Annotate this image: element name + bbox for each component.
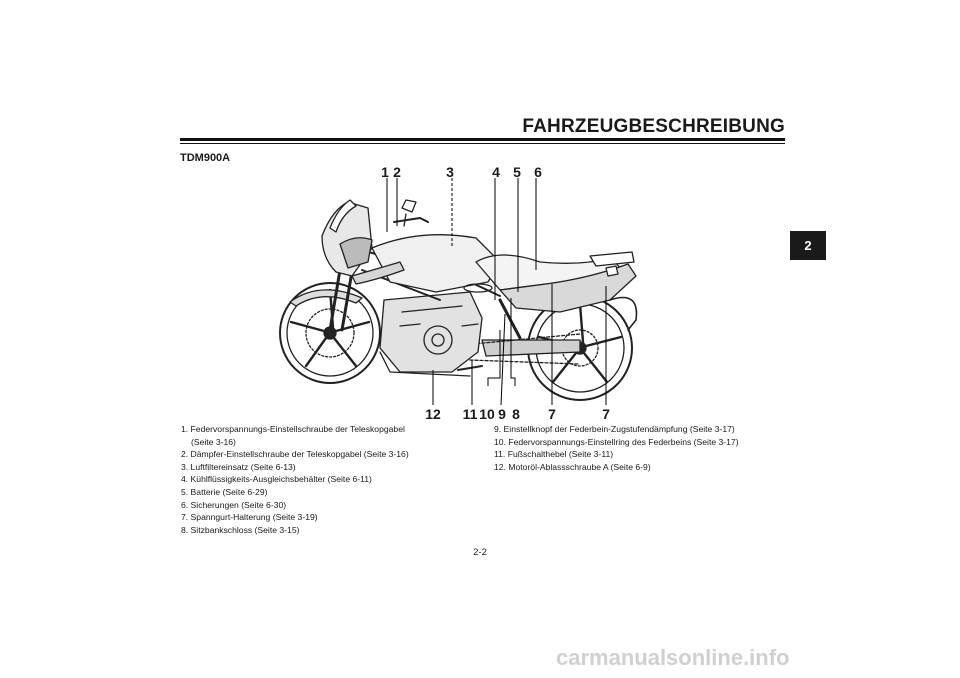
- mirror: [401, 199, 417, 213]
- leader-8: [510, 298, 516, 386]
- fuel-tank: [371, 234, 501, 293]
- legend-item-1: 1. Federvorspannungs-Einstellschraube de…: [181, 424, 405, 434]
- leader-10: [487, 330, 501, 386]
- legend-item-3: 3. Luftfiltereinsatz (Seite 6-13): [181, 461, 296, 472]
- legend-item-6: 6. Sicherungen (Seite 6-30): [181, 499, 287, 510]
- legend-item-2: 2. Dämpfer-Einstellschraube der Teleskop…: [181, 449, 409, 460]
- watermark-text: carmanualsonline.info: [556, 645, 790, 670]
- legend-right: 9. Einstellknopf der Federbein-Zugstufen…: [494, 423, 784, 473]
- rear-shock: [498, 298, 522, 340]
- front-tire: [279, 282, 381, 384]
- legend-item-8: 8. Sitzbankschloss (Seite 3-15): [181, 524, 300, 535]
- legend-item-1-continued: (Seite 3-16): [191, 436, 236, 447]
- legend-item-9: 9. Einstellknopf der Federbein-Zugstufen…: [494, 424, 735, 434]
- shift-lever: [457, 365, 483, 371]
- callout-1: 1: [381, 164, 389, 180]
- drive-chain: [461, 333, 581, 365]
- legend-item-7: 7. Spanngurt-Halterung (Seite 3-19): [181, 512, 318, 523]
- callout-7b: 7: [602, 406, 610, 422]
- legend-left: 1. Federvorspannungs-Einstellschraube de…: [181, 423, 466, 536]
- swingarm: [481, 339, 581, 357]
- leader-9: [500, 313, 506, 406]
- callout-11: 11: [462, 406, 478, 422]
- handlebar: [393, 217, 429, 223]
- engine: [379, 291, 483, 373]
- rear-mudguard: [609, 296, 638, 331]
- callout-2: 2: [393, 164, 401, 180]
- page-title: FAHRZEUGBESCHREIBUNG: [522, 116, 785, 137]
- callout-3: 3: [446, 164, 454, 180]
- callout-4: 4: [492, 164, 500, 180]
- title-rule-thin: [180, 143, 785, 144]
- legend-item-12: 12. Motoröl-Ablassschraube A (Seite 6-9): [494, 461, 651, 472]
- luggage-rack: [589, 251, 635, 267]
- callout-10: 10: [479, 406, 495, 422]
- exhaust: [379, 351, 471, 377]
- legend-item-11: 11. Fußschalthebel (Seite 3-11): [494, 449, 614, 460]
- callout-9: 9: [498, 406, 506, 422]
- model-label: TDM900A: [180, 152, 231, 164]
- legend-item-10: 10. Federvorspannungs-Einstellring des F…: [494, 436, 739, 447]
- legend-item-5: 5. Batterie (Seite 6-29): [181, 486, 268, 497]
- windscreen: [329, 199, 357, 233]
- page-number: 2-2: [473, 547, 487, 558]
- front-brake-disc: [305, 308, 355, 358]
- title-rule-thick: [180, 138, 785, 141]
- front-mudguard: [289, 289, 363, 307]
- callout-12: 12: [425, 406, 441, 422]
- legend-item-4: 4. Kühlflüssigkeits-Ausgleichsbehälter (…: [181, 474, 372, 485]
- chapter-tab: 2: [790, 231, 826, 260]
- callout-8: 8: [512, 406, 520, 422]
- callout-6: 6: [534, 164, 542, 180]
- callout-5: 5: [513, 164, 521, 180]
- callout-7a: 7: [548, 406, 556, 422]
